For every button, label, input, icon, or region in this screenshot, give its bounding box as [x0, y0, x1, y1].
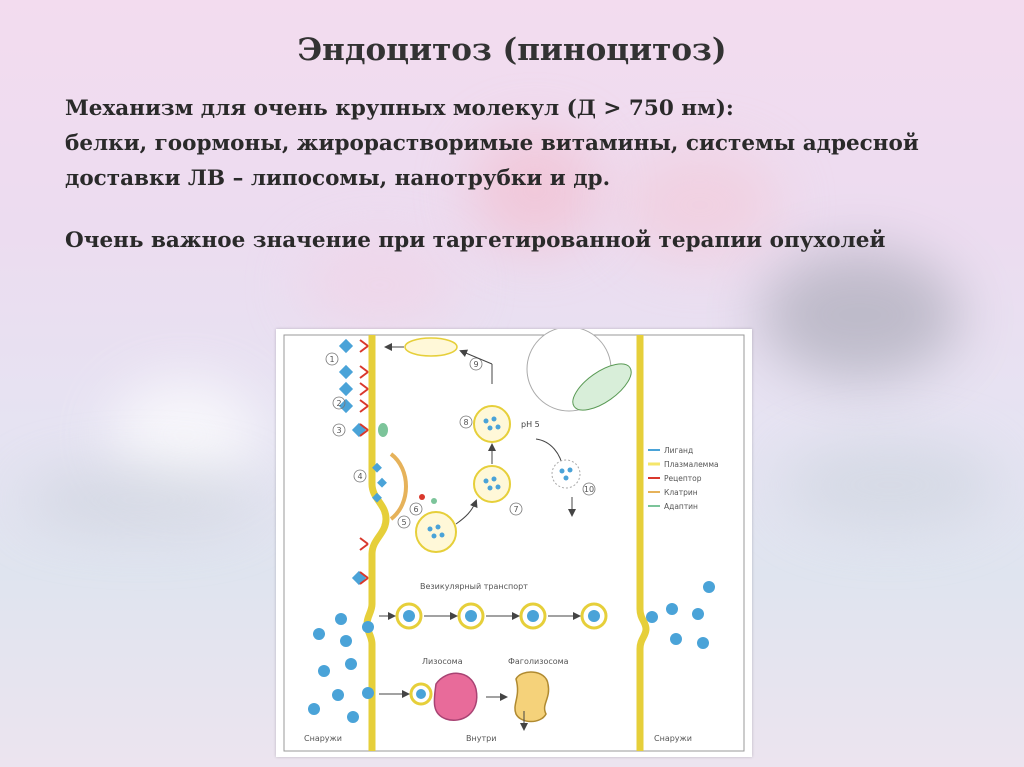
receptors	[359, 339, 369, 585]
step-3-label: 3	[336, 426, 341, 435]
released-receptor	[419, 494, 425, 500]
bg-blob	[620, 150, 780, 260]
step-5-label: 5	[401, 518, 406, 527]
slide-title: Эндоцитоз (пиноцитоз)	[297, 32, 727, 68]
endosome-ligands	[483, 416, 501, 431]
arrow	[459, 349, 493, 365]
step-8-label: 8	[463, 418, 468, 427]
phagolysosome-shape	[514, 671, 550, 723]
endosome	[473, 405, 511, 443]
outside-left-label: Снаружи	[304, 734, 342, 743]
step-6-label: 6	[413, 505, 418, 514]
bg-blob	[780, 440, 1000, 530]
lysosome-shape	[433, 672, 478, 721]
vesicle-ligands	[483, 476, 501, 491]
step-10-label: 10	[584, 485, 594, 494]
slide-text: Механизм для очень крупных молекул (Д > …	[65, 91, 965, 258]
endocytosis-diagram: 1 2 3 4 5 6 7 8 9 10	[276, 326, 752, 757]
arrow	[455, 499, 478, 525]
legend: Лиганд Плазмалемма Рецептор Клатрин Адап…	[648, 446, 719, 511]
lysosome-label: Лизосома	[422, 657, 463, 666]
ph-label: pH 5	[521, 420, 540, 429]
bg-blob	[760, 250, 960, 380]
lysosome-cluster	[551, 459, 581, 489]
released-adaptin	[431, 498, 437, 504]
transport-vesicles	[395, 602, 608, 630]
text-line-importance: Очень важное значение при таргетированно…	[65, 228, 886, 253]
legend-label-receptor: Рецептор	[664, 474, 702, 483]
bg-blob	[470, 130, 600, 250]
clathrin-vesicle	[415, 511, 457, 553]
legend-label-adaptin: Адаптин	[664, 502, 698, 511]
step-4-label: 4	[357, 472, 362, 481]
outside-ligands-right	[646, 581, 715, 649]
text-line-delivery: доставки ЛВ – липосомы, нанотрубки и др.	[65, 166, 611, 191]
diagram-svg: 1 2 3 4 5 6 7 8 9 10	[283, 326, 745, 752]
step-2-label: 2	[336, 399, 341, 408]
nanotube-cluster	[572, 363, 632, 411]
step-9-label: 9	[473, 360, 478, 369]
legend-label-membrane: Плазмалемма	[664, 460, 719, 469]
legend-label-clathrin: Клатрин	[664, 488, 698, 497]
outside-ligands-left	[308, 613, 374, 723]
clathrin-vesicle-ligands	[427, 524, 445, 539]
clathrin-coat	[389, 452, 408, 521]
text-line-substances: белки, гоормоны, жирорастворимые витамин…	[65, 131, 919, 156]
right-membrane	[636, 335, 650, 751]
step-1-label: 1	[329, 355, 334, 364]
adaptin	[378, 423, 388, 437]
recycling-vesicle	[404, 337, 458, 357]
text-line-mechanism: Механизм для очень крупных молекул (Д > …	[65, 96, 734, 121]
outside-right-label: Снаружи	[654, 734, 692, 743]
cluster-ligands	[559, 467, 573, 481]
legend-label-ligand: Лиганд	[664, 446, 693, 455]
diagram-frame	[283, 334, 745, 752]
step-labels: 1 2 3 4 5 6 7 8 9 10	[325, 352, 596, 529]
vesicular-transport-label: Везикулярный транспорт	[420, 582, 528, 591]
inside-label: Внутри	[466, 734, 496, 743]
incoming-ligand	[416, 689, 426, 699]
coated-vesicle	[473, 465, 511, 503]
bg-blob	[300, 240, 460, 330]
step-7-label: 7	[513, 505, 518, 514]
bg-blob	[20, 470, 260, 530]
phagolysosome-label: Фаголизосома	[508, 657, 569, 666]
